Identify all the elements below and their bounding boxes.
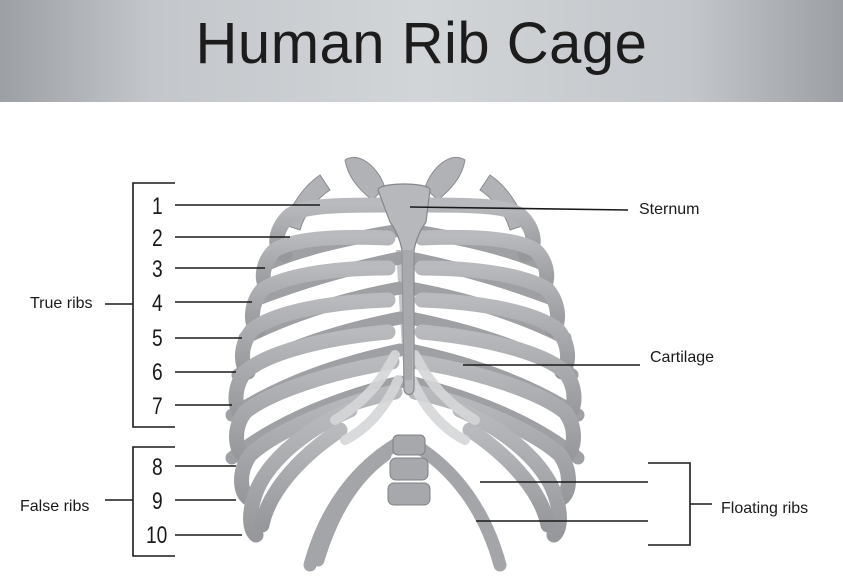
costal-cartilage — [330, 350, 480, 445]
annotation-lines — [105, 182, 712, 557]
rib-number-2: 2 — [152, 225, 163, 252]
floating-ribs-bracket — [648, 462, 691, 546]
cartilage-label: Cartilage — [650, 349, 715, 366]
rib-number-1: 1 — [152, 193, 163, 220]
true-ribs-bracket — [132, 182, 175, 428]
page-title: Human Rib Cage — [195, 11, 648, 76]
sternum-bone — [377, 183, 431, 396]
rib-number-7: 7 — [152, 393, 163, 420]
false-ribs-bracket — [132, 446, 175, 557]
rib-number-4: 4 — [152, 290, 163, 317]
sternum-label: Sternum — [639, 201, 700, 218]
rib-number-5: 5 — [152, 325, 163, 352]
rib-number-10: 10 — [146, 522, 168, 549]
lower-ribs — [303, 438, 507, 572]
floating-ribs-label: Floating ribs — [721, 500, 809, 517]
rib-number-6: 6 — [152, 359, 163, 386]
true-ribs-label: True ribs — [30, 295, 93, 312]
spine — [387, 434, 431, 506]
rib-number-8: 8 — [152, 454, 163, 481]
false-ribs-label: False ribs — [20, 498, 90, 515]
rib-number-9: 9 — [152, 488, 163, 515]
title-banner: Human Rib Cage — [0, 0, 843, 102]
rib-number-3: 3 — [152, 256, 163, 283]
